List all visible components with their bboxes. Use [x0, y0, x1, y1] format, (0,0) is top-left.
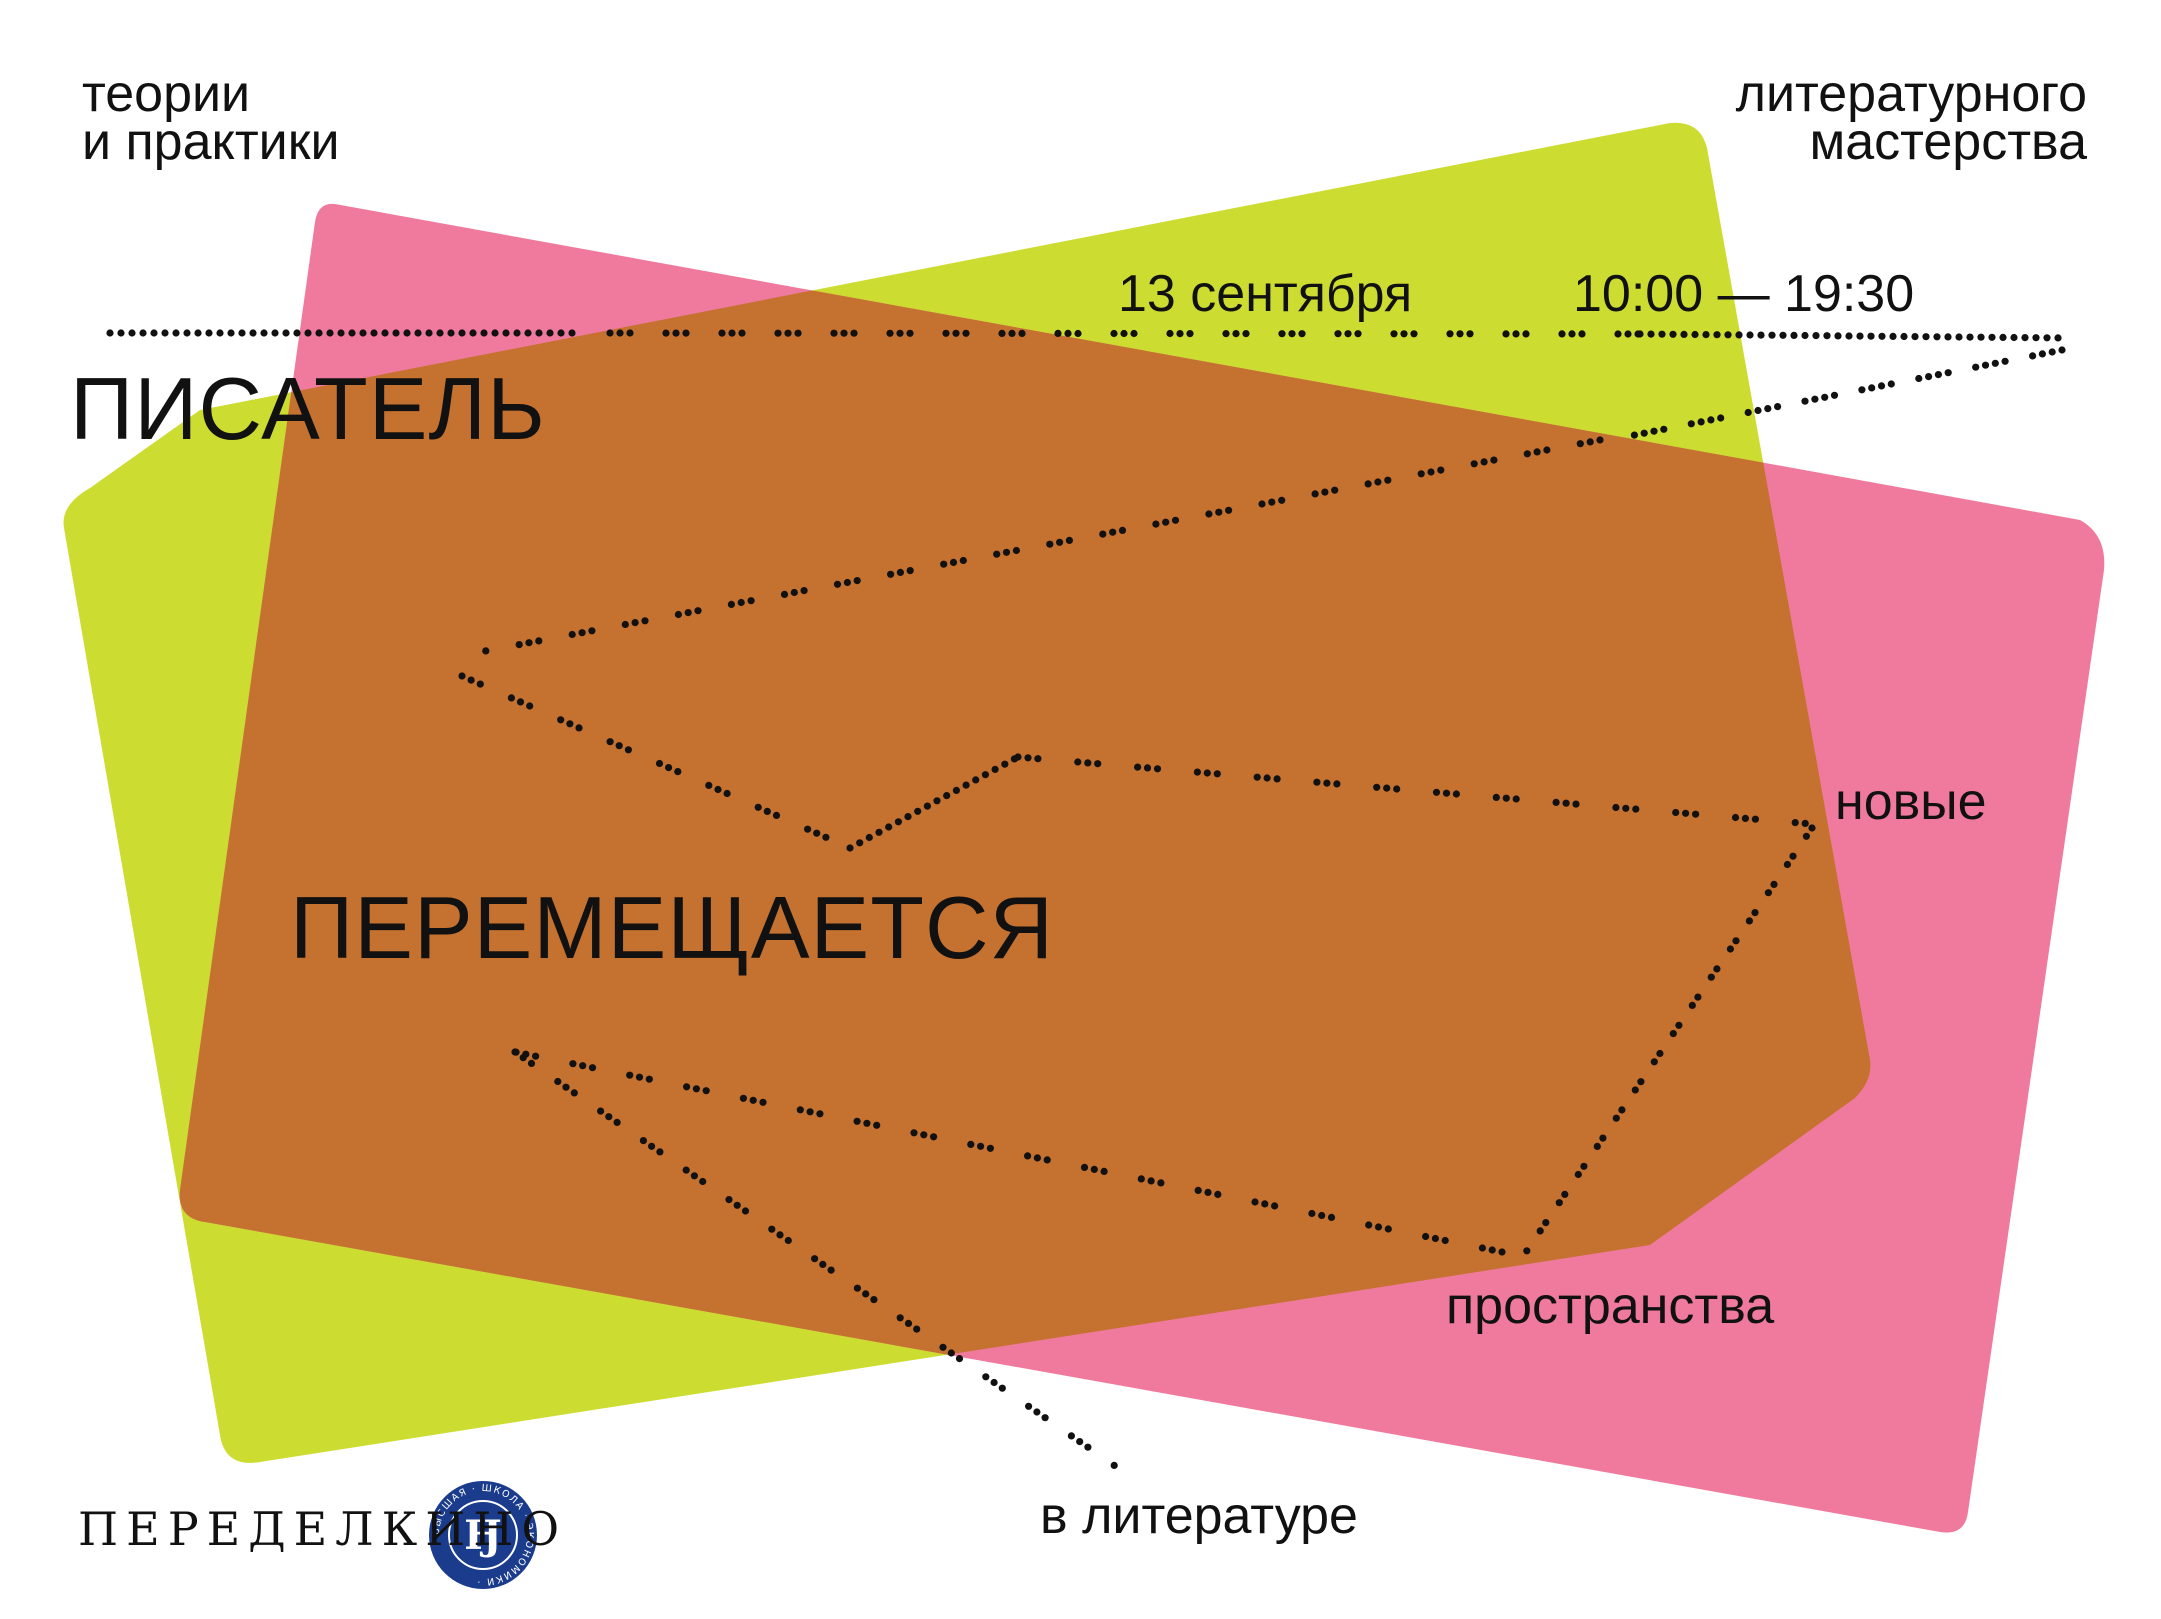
word-in-literature: в литературе: [1040, 1487, 1358, 1545]
word-spaces: пространства: [1446, 1277, 1775, 1335]
word-new: новые: [1835, 773, 1987, 831]
event-date: 13 сентября: [1118, 265, 1413, 323]
event-time: 10:00 — 19:30: [1573, 265, 1915, 323]
word-writer: ПИСАТЕЛЬ: [70, 359, 546, 458]
header-right: литературного мастерства: [1735, 65, 2087, 171]
hse-emblem-icon: ВЫСШАЯ · ШКОЛА · ЭКОНОМИКИ · Ӈ: [429, 1481, 537, 1589]
overlap-shape: [179, 203, 1871, 1463]
header-left-line2: и практики: [82, 113, 340, 171]
dotted-route: [106, 329, 2066, 1469]
peredelkino-logo: ПЕРЕДЕЛКИНО: [78, 1502, 568, 1556]
word-moves: ПЕРЕМЕЩАЕТСЯ: [290, 878, 1055, 977]
svg-text:Ӈ: Ӈ: [464, 1512, 502, 1559]
header-right-line2: мастерства: [1809, 113, 2087, 171]
header-left-line1: теории: [82, 65, 251, 123]
header-left: теории и практики: [82, 65, 340, 171]
header-right-line1: литературного: [1735, 65, 2087, 123]
